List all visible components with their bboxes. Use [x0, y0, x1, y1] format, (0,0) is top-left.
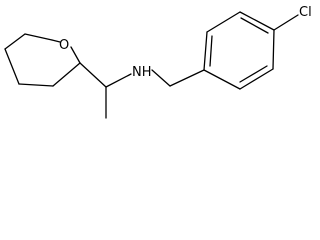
bond-c3-c4	[18, 83, 54, 87]
bond-c4-c5	[4, 48, 20, 85]
bond-ring-left-top	[4, 33, 26, 50]
chemical-structure-diagram: O NH Cl	[4, 5, 312, 119]
bond-benzene-1-inner	[209, 35, 213, 67]
bond-ring-to-ch	[79, 62, 107, 88]
bond-benzene-4	[272, 29, 275, 70]
bond-benzene-5	[239, 68, 274, 90]
bond-benzene-to-cl	[273, 14, 299, 31]
tetrahydrofuran-ring	[4, 33, 81, 87]
bond-ch-to-nh	[105, 73, 132, 88]
bond-benzene-1	[203, 31, 208, 71]
bond-c2-c3	[52, 62, 81, 87]
bond-ring-top-oxygen	[51, 39, 61, 43]
bond-benzene-3	[239, 11, 275, 31]
bond-oxygen-c2	[70, 46, 81, 64]
bond-benzene-6	[203, 69, 241, 90]
structure-canvas: O NH Cl	[4, 5, 312, 119]
bond-ch2-to-benzene	[169, 69, 205, 87]
bond-benzene-5-inner	[239, 65, 268, 83]
ethylamine-chain	[79, 62, 205, 119]
atom-amine-label: NH	[132, 65, 152, 80]
bond-nh-to-ch2	[151, 69, 171, 87]
atom-oxygen-label: O	[59, 38, 69, 53]
bond-benzene-2	[206, 11, 241, 33]
atom-chlorine-label: Cl	[299, 5, 312, 20]
benzene-ring	[203, 11, 299, 90]
bond-ring-top	[24, 33, 53, 41]
bond-benzene-3-inner	[240, 17, 269, 34]
